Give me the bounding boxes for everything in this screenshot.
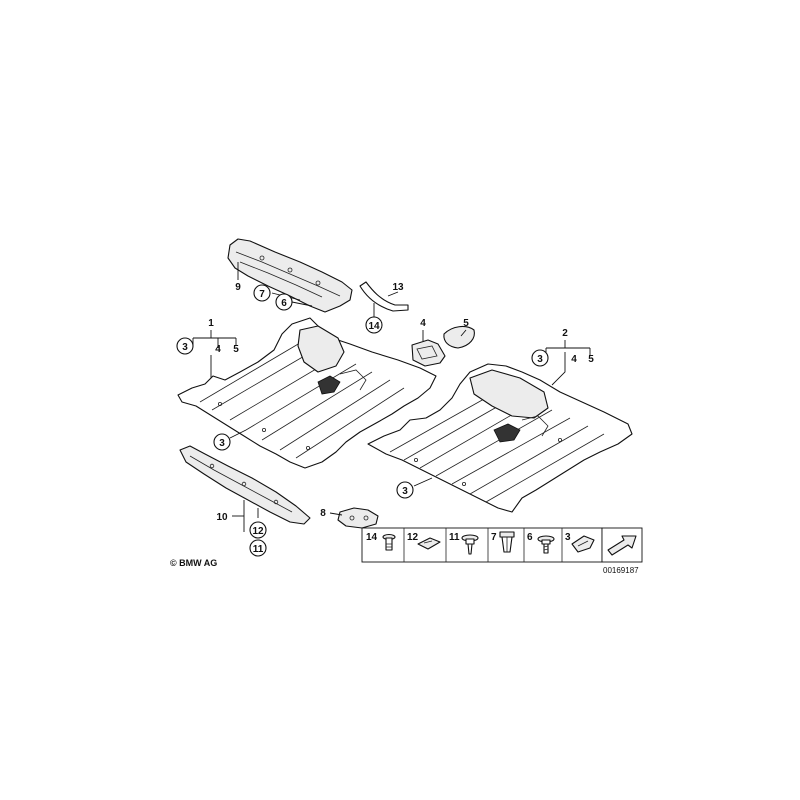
callout-6-circled: 6 [281,298,287,309]
callout-5-plate: 5 [463,318,469,329]
small-bracket [411,339,446,367]
mounting-bracket [337,507,379,529]
callout-13: 13 [392,282,404,293]
callout-1: 1 [208,318,214,329]
fastener-label-12: 12 [407,532,419,543]
fastener-label-3: 3 [565,532,571,543]
fastener-label-7: 7 [491,532,497,543]
spring-nut-icon [571,535,595,553]
callout-10: 10 [216,512,228,523]
fastener-label-11: 11 [449,532,460,543]
callout-4-right: 4 [571,354,577,365]
clip-nut-icon [417,537,441,550]
callout-5-left: 5 [233,344,239,355]
direction-arrow-icon [607,535,637,556]
callout-12-circled: 12 [252,526,264,537]
fastener-label-6: 6 [527,532,533,543]
right-underbody-shield [367,363,633,513]
left-underbody-shield [177,317,437,469]
callout-2: 2 [562,328,568,339]
fastener-strip: 14 12 11 7 6 3 [361,527,643,563]
push-rivet-icon [382,533,396,551]
hex-bolt-icon [537,535,555,554]
copyright-text: © BMW AG [170,558,217,568]
callout-7-circled: 7 [259,289,265,300]
callout-3-lower-left-circled: 3 [219,438,225,449]
callout-5-right: 5 [588,354,594,365]
callout-3-lower-right-circled: 3 [402,486,408,497]
callout-11-circled: 11 [253,544,264,555]
callout-3-right-circled: 3 [537,354,543,365]
fastener-label-14: 14 [366,532,378,543]
collar-screw-icon [461,534,479,555]
callout-4-left: 4 [215,344,221,355]
upper-front-panel [227,238,353,313]
callout-4-bracket: 4 [420,318,426,329]
callout-9: 9 [235,282,241,293]
diagram-number: 00169187 [603,566,639,575]
callout-14-circled: 14 [368,321,380,332]
callout-3-left-circled: 3 [182,342,188,353]
callout-8: 8 [320,508,326,519]
small-cover-plate [443,325,475,349]
callout-labels: 9 13 1 4 5 4 5 2 4 5 10 8 7 6 14 3 3 3 3… [176,282,594,557]
curved-seal-strip [359,281,409,312]
lower-front-panel [179,445,311,525]
expanding-rivet-icon [499,531,515,553]
